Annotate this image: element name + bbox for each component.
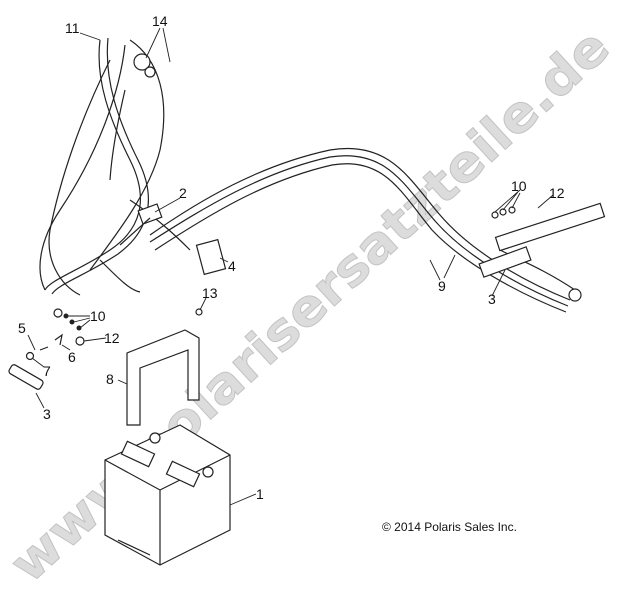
callout-1: 1 — [256, 486, 264, 502]
callout-9: 9 — [438, 278, 446, 294]
callout-3-right: 3 — [488, 291, 496, 307]
callout-3-left: 3 — [43, 406, 51, 422]
copyright-notice: © 2014 Polaris Sales Inc. — [382, 520, 517, 534]
fasteners-left — [8, 308, 85, 390]
callout-13: 13 — [202, 285, 218, 301]
bracket-8 — [126, 308, 203, 426]
callout-10-left: 10 — [90, 308, 106, 324]
callout-14: 14 — [152, 13, 168, 29]
callout-5: 5 — [18, 320, 26, 336]
callout-11: 11 — [65, 20, 80, 36]
callout-labels: 11 14 2 4 13 10 12 5 6 7 3 8 1 9 3 10 12 — [18, 13, 565, 502]
cable-11 — [39, 37, 191, 296]
connector-2 — [119, 203, 163, 246]
battery-1 — [104, 424, 231, 566]
callout-8: 8 — [106, 371, 114, 387]
callout-12-left: 12 — [104, 330, 120, 346]
connector-4 — [195, 238, 227, 276]
right-harness-components — [478, 202, 606, 302]
leader-lines — [27, 27, 554, 506]
callout-2: 2 — [179, 185, 187, 201]
callout-10-right: 10 — [511, 178, 527, 194]
callout-12-right: 12 — [549, 185, 565, 201]
callout-6: 6 — [68, 349, 76, 365]
callout-4: 4 — [228, 258, 236, 274]
watermark: www.polarisersatzteile.de — [0, 17, 621, 593]
callout-7: 7 — [43, 363, 51, 379]
